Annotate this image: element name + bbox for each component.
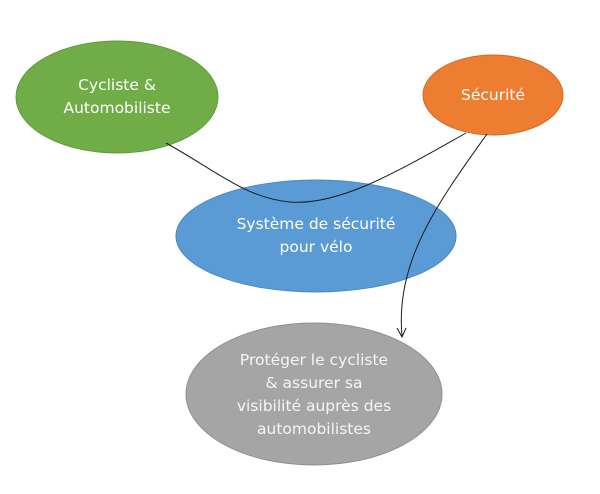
- label-line: pour vélo: [279, 238, 353, 256]
- label-securite: Sécurité: [423, 55, 563, 135]
- label-line: Protéger le cycliste: [239, 350, 389, 369]
- label-line: automobilistes: [257, 419, 371, 438]
- connector-security-goal: [400, 133, 488, 337]
- node-systeme-securite-velo[interactable]: [175, 179, 457, 293]
- label-line: & assurer sa: [265, 373, 363, 392]
- label-line: visibilité auprès des: [236, 396, 392, 415]
- node-proteger-cycliste[interactable]: [185, 322, 443, 466]
- connector-users-security: [165, 132, 467, 203]
- label-line: Automobiliste: [63, 99, 171, 117]
- label-line: Sécurité: [460, 85, 525, 104]
- label-line: Système de sécurité: [236, 215, 396, 233]
- arrowhead-icon: [396, 327, 407, 339]
- label-proteger-cycliste: Protéger le cycliste & assurer sa visibi…: [186, 323, 442, 466]
- label-line: Cycliste &: [78, 76, 156, 94]
- label-systeme-securite-velo: Système de sécurité pour vélo: [176, 180, 456, 292]
- node-cycliste-automobiliste[interactable]: [15, 40, 219, 154]
- node-securite[interactable]: [422, 54, 564, 136]
- label-cycliste-automobiliste: Cycliste & Automobiliste: [16, 41, 218, 153]
